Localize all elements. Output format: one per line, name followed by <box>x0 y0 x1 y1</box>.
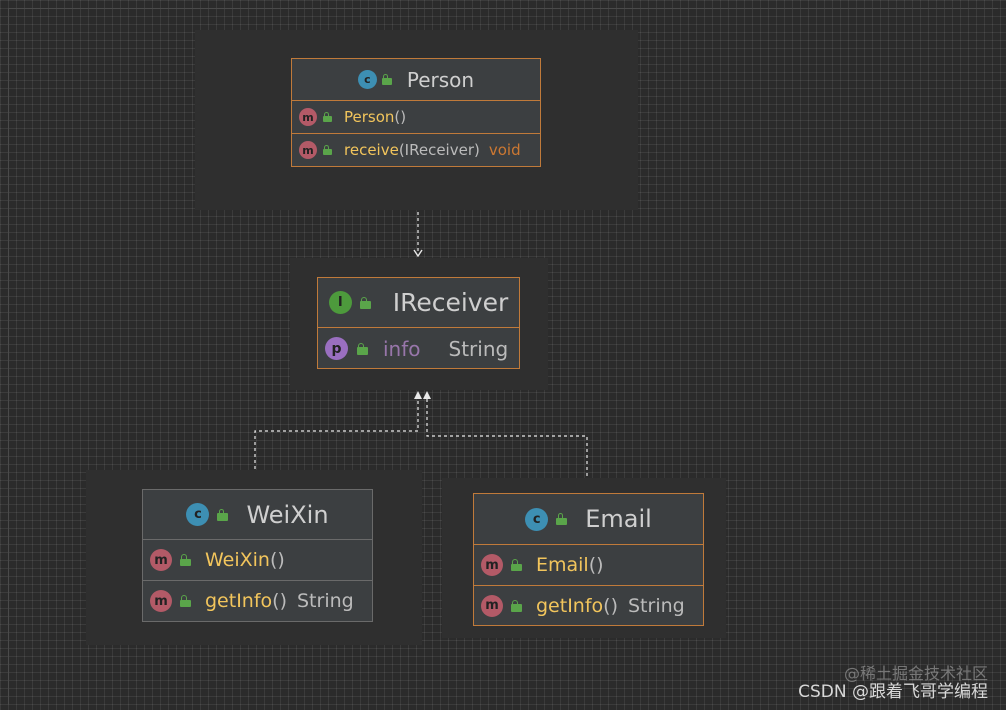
method-params: () <box>603 594 618 617</box>
public-lock-icon <box>381 74 392 85</box>
public-lock-icon <box>217 508 229 521</box>
method-return-type: void <box>488 141 521 159</box>
method-icon: m <box>150 590 172 612</box>
interface-ireceiver[interactable]: I IReceiver p info String <box>317 277 520 369</box>
watermark-juejin: @稀土掘金技术社区 <box>843 664 988 683</box>
method-params: () <box>272 590 287 612</box>
method-return-type: String <box>628 594 685 617</box>
public-lock-icon <box>511 599 522 612</box>
public-lock-icon <box>359 296 371 309</box>
member-row[interactable]: m Email() <box>474 545 703 586</box>
method-icon: m <box>481 594 503 617</box>
method-return-type: String <box>297 590 354 612</box>
method-name: Email <box>536 554 589 576</box>
method-icon: m <box>299 141 317 159</box>
realization-arrowhead-weixin <box>414 391 422 399</box>
field-type: String <box>448 336 509 361</box>
member-row[interactable]: m Person() <box>292 101 540 134</box>
realization-arrowhead-email <box>423 391 431 399</box>
method-params: () <box>588 554 604 576</box>
method-icon: m <box>150 549 172 571</box>
field-name: info <box>383 336 421 361</box>
method-icon: m <box>481 554 503 576</box>
interface-ireceiver-name: IReceiver <box>392 288 509 317</box>
method-params: (IReceiver) <box>398 141 480 159</box>
public-lock-icon <box>180 554 191 566</box>
method-name: getInfo <box>205 590 273 612</box>
class-icon: c <box>186 503 210 526</box>
public-lock-icon <box>357 342 368 355</box>
dependency-arrowhead <box>413 249 423 258</box>
class-weixin[interactable]: c WeiXin m WeiXin() m getInfo() String <box>142 489 373 622</box>
member-row[interactable]: m getInfo() String <box>143 581 372 621</box>
class-person[interactable]: c Person m Person() m receive(IReceiver)… <box>291 58 541 167</box>
method-name: receive <box>344 141 399 159</box>
watermark-csdn: CSDN @跟着飞哥学编程 <box>798 682 988 702</box>
realization-line-weixin-ireceiver <box>254 396 419 469</box>
interface-ireceiver-header: I IReceiver <box>318 278 519 328</box>
method-icon: m <box>299 108 317 126</box>
method-name: WeiXin <box>205 549 270 571</box>
class-icon: c <box>525 507 549 531</box>
diagram-frame <box>8 8 998 704</box>
watermark: @稀土掘金技术社区 CSDN @跟着飞哥学编程 <box>798 664 988 702</box>
member-row[interactable]: m WeiXin() <box>143 540 372 581</box>
class-weixin-name: WeiXin <box>246 500 329 529</box>
method-name: getInfo <box>536 594 604 617</box>
class-weixin-header: c WeiXin <box>143 490 372 540</box>
class-person-header: c Person <box>292 59 540 101</box>
member-row[interactable]: m receive(IReceiver) void <box>292 134 540 166</box>
public-lock-icon <box>556 513 568 525</box>
member-row[interactable]: p info String <box>318 328 519 369</box>
public-lock-icon <box>511 559 522 571</box>
class-email-name: Email <box>585 505 652 533</box>
public-lock-icon <box>323 112 332 122</box>
realization-line-email-ireceiver <box>426 396 588 476</box>
interface-icon: I <box>328 291 352 314</box>
method-name: Person <box>344 108 395 126</box>
class-email[interactable]: c Email m Email() m getInfo() String <box>473 493 704 626</box>
method-params: () <box>394 108 407 126</box>
property-icon: p <box>325 337 348 360</box>
class-email-header: c Email <box>474 494 703 545</box>
public-lock-icon <box>323 145 332 155</box>
member-row[interactable]: m getInfo() String <box>474 586 703 625</box>
public-lock-icon <box>180 595 191 607</box>
class-person-name: Person <box>406 67 475 92</box>
class-icon: c <box>357 70 377 89</box>
method-params: () <box>269 549 285 571</box>
